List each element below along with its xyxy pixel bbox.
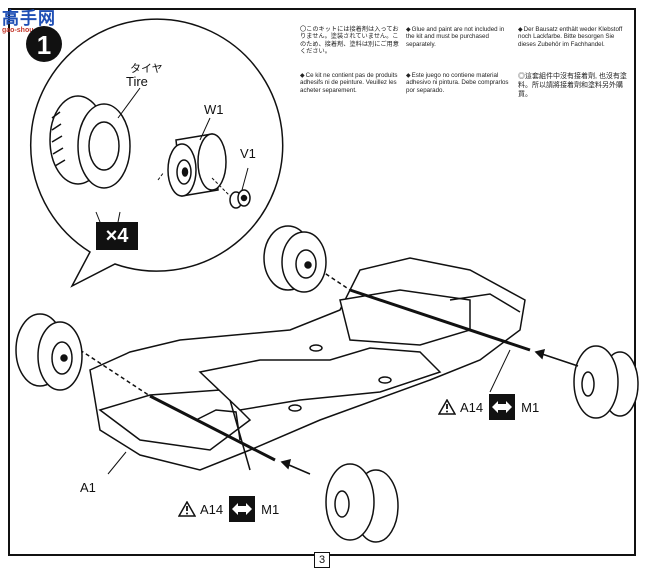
watermark-title: 高手网 [2,9,56,28]
chassis-label: A1 [80,480,96,495]
note-english-text: Glue and paint are not included in the k… [406,26,505,48]
front-axle-icon [149,394,276,462]
wheel-front-left-icon [15,313,83,391]
ref-callout-front: A14 M1 [178,496,279,522]
note-chinese: ◎這套組件中沒有接着劑, 也沒有塗料。所以請將接着劑和塗料另外購買。 [518,72,628,99]
note-german: ◆Der Bausatz enthält weder Kleb­stoff no… [518,26,628,48]
detail-callout-circle [29,18,284,288]
rear-axle-icon [349,288,531,352]
ref-part-label: A14 [460,399,484,415]
quantity-badge: ×4 [96,222,138,250]
wheel-label: W1 [204,102,224,117]
ref-mate-label: M1 [261,501,280,517]
note-english: ◆Glue and paint are not included in the … [406,26,514,48]
wheel-rear-right-icon [573,345,639,419]
cap-detail-icon [229,189,251,209]
note-japanese: 〇このキットには接着剤は入っておりません。塗装されていません。このため、接着剤、… [300,26,402,56]
warning-icon [438,399,456,415]
page-number: 3 [314,552,330,568]
note-japanese-text: 〇このキットには接着剤は入っておりません。塗装されていません。このため、接着剤、… [300,26,399,56]
tire-label-jp: タイヤ [130,63,163,75]
tire-detail-icon [49,95,131,189]
tire-label-en: Tire [126,74,148,89]
watermark-logo: 高手网 gao-shou.com [2,4,56,34]
note-french-text: Ce kit ne contient pas de produits adhes… [300,72,398,94]
wheel-front-right-icon [325,463,399,543]
note-chinese-text: ◎這套組件中沒有接着劑, 也沒有塗料。所以請將接着劑和塗料另外購買。 [518,73,627,98]
ref-part-label: A14 [200,501,224,517]
step-number-badge: 1 [26,26,62,62]
swap-arrows-icon [229,496,256,522]
watermark-url: gao-shou.com [2,27,50,34]
ref-mate-label: M1 [521,399,540,415]
note-german-text: Der Bausatz enthält weder Kleb­stoff noc… [518,26,623,48]
note-french: ◆Ce kit ne contient pas de produits adhe… [300,72,402,94]
bullet-icon: ◆ [406,72,411,79]
note-spanish: ◆Este juego no contiene material adhesiv… [406,72,514,94]
warning-icon [178,501,196,517]
bullet-icon: ◆ [300,72,305,79]
swap-arrows-icon [489,394,516,420]
note-spanish-text: Este juego no contiene material adhesivo… [406,72,509,94]
wheel-rear-left-icon [263,225,327,293]
bullet-icon: ◆ [518,26,523,33]
ref-callout-rear: A14 M1 [438,394,539,420]
bullet-icon: ◆ [406,26,411,33]
cap-label: V1 [240,146,256,161]
wheel-detail-icon [167,133,227,197]
